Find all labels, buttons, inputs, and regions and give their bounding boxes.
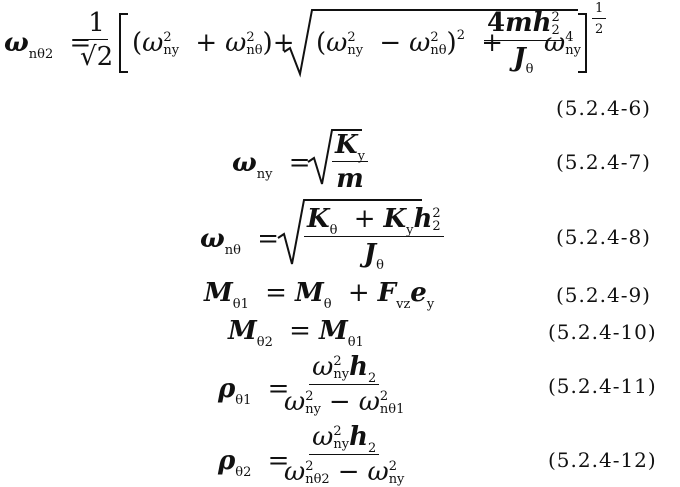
sqrt-sign-eq8 xyxy=(277,199,422,265)
equation-5-2-4-9: Mθ1 =Mθ +Fvzey xyxy=(204,278,435,312)
equation-number-9: (5.2.4-9) xyxy=(556,283,651,307)
equation-5-2-4-6-frac: 1√2 xyxy=(80,8,114,72)
equation-number-12: (5.2.4-12) xyxy=(548,448,657,472)
equation-number-11: (5.2.4-11) xyxy=(548,374,657,398)
equation-5-2-4-8: ωnθ = xyxy=(200,224,280,258)
equation-5-2-4-10: Mθ2 =Mθ1 xyxy=(228,316,364,350)
equation-5-2-4-6: ωnθ2 = xyxy=(4,28,92,62)
equation-5-2-4-11: ρθ1 = xyxy=(218,374,290,408)
equation-number-8: (5.2.4-8) xyxy=(556,225,651,249)
equation-5-2-4-12: ρθ2 = xyxy=(218,446,290,480)
sqrt-sign-eq6 xyxy=(283,9,578,78)
equation-5-2-4-7: ωny = xyxy=(232,148,311,182)
sqrt-sign-eq7 xyxy=(307,129,362,185)
equation-number-6: (5.2.4-6) xyxy=(556,96,651,120)
equation-number-10: (5.2.4-10) xyxy=(548,320,657,344)
left-bracket xyxy=(119,13,128,73)
right-bracket xyxy=(578,13,587,73)
equation-number-7: (5.2.4-7) xyxy=(556,150,651,174)
